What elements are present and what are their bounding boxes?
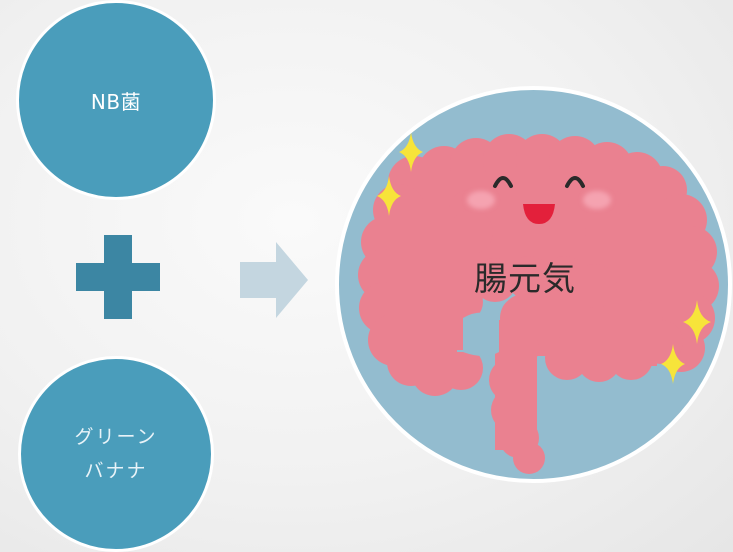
green-banana-label-line1: グリーン: [74, 426, 158, 448]
arrow-right-icon: [240, 242, 308, 318]
intestine-body: [358, 134, 719, 474]
healthy-intestine-circle: 腸元気: [335, 86, 732, 483]
sparkle-icon: [377, 132, 711, 384]
intestine-illustration: [358, 132, 719, 474]
green-banana-label-line2: バナナ: [84, 460, 148, 482]
green-banana-circle: グリーン バナナ: [18, 356, 214, 552]
result-label: 腸元気: [474, 259, 576, 298]
smiley-face: [467, 176, 611, 224]
nb-bacteria-circle: NB菌: [16, 0, 216, 200]
nb-bacteria-label: NB菌: [90, 89, 142, 114]
plus-icon: [76, 235, 160, 319]
